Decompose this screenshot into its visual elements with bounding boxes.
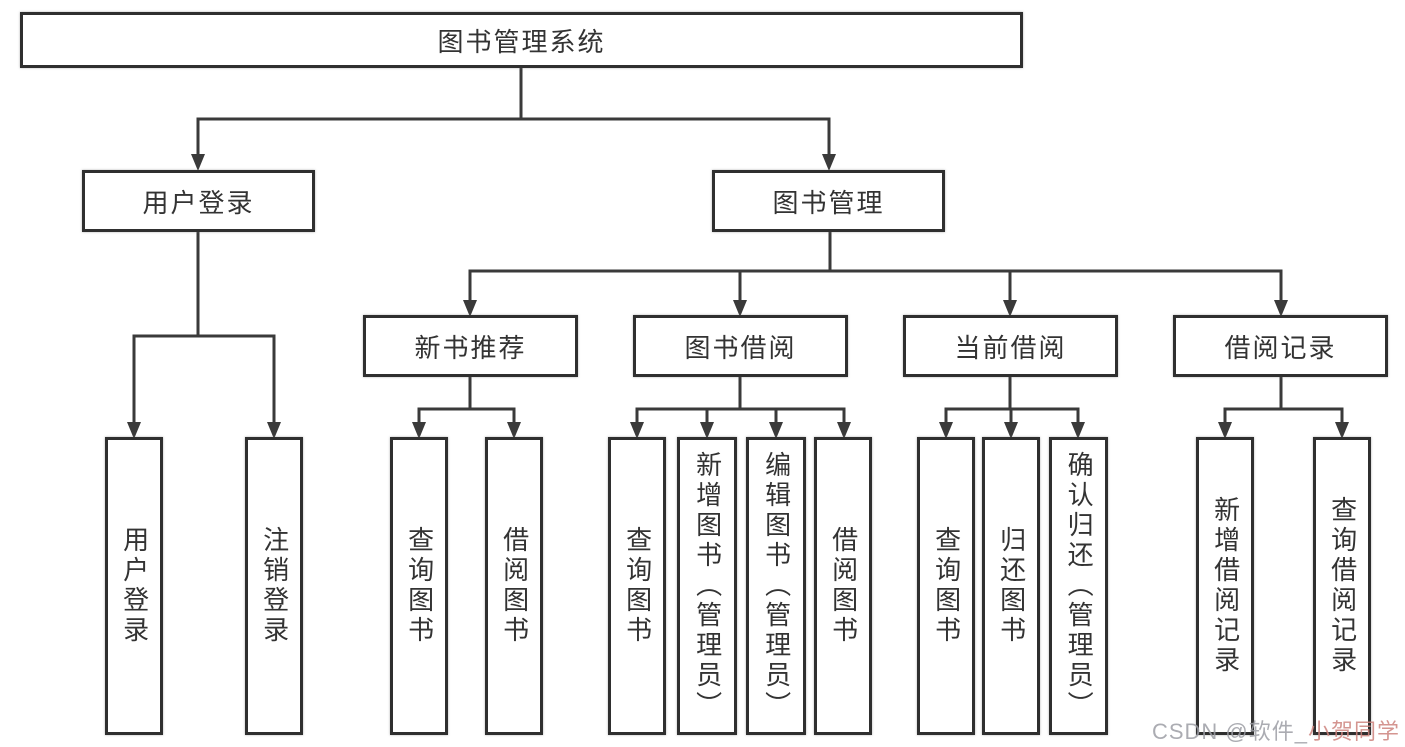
node-leaf-edit-book-admin-label: 编辑图书（管理员）: [761, 451, 792, 721]
csdn-watermark-suffix: 小贺同学: [1307, 719, 1400, 744]
node-leaf-query-books-current-label: 查询图书: [931, 526, 962, 646]
node-leaf-borrow-books-borrowing-label: 借阅图书: [828, 526, 859, 646]
node-leaf-return-book: 归还图书: [982, 437, 1040, 735]
node-leaf-user-login-label: 用户登录: [119, 526, 150, 646]
node-leaf-logout-label: 注销登录: [259, 526, 290, 646]
node-leaf-add-book-admin-label: 新增图书（管理员）: [692, 451, 723, 721]
node-book-borrowing-label: 图书借阅: [684, 332, 797, 363]
node-leaf-user-login: 用户登录: [105, 437, 163, 735]
node-root-label: 图书管理系统: [437, 26, 606, 57]
node-current-borrowing: 当前借阅: [903, 315, 1118, 377]
node-book-management-label: 图书管理: [772, 187, 885, 218]
node-leaf-borrow-books-borrowing: 借阅图书: [814, 437, 872, 735]
node-book-borrowing: 图书借阅: [633, 315, 848, 377]
node-book-management: 图书管理: [712, 170, 945, 232]
node-leaf-query-borrow-record-label: 查询借阅记录: [1327, 496, 1358, 676]
node-root: 图书管理系统: [20, 12, 1023, 68]
node-leaf-confirm-return-admin: 确认归还（管理员）: [1049, 437, 1108, 735]
node-leaf-add-borrow-record-label: 新增借阅记录: [1210, 496, 1241, 676]
csdn-watermark-prefix: CSDN @软件_: [1151, 719, 1308, 744]
node-leaf-query-books-current: 查询图书: [917, 437, 975, 735]
node-leaf-add-book-admin: 新增图书（管理员）: [677, 437, 737, 735]
node-leaf-borrow-books-recommend: 借阅图书: [485, 437, 543, 735]
node-new-book-recommend-label: 新书推荐: [414, 332, 527, 363]
node-leaf-borrow-books-recommend-label: 借阅图书: [499, 526, 530, 646]
node-leaf-query-books-recommend: 查询图书: [390, 437, 448, 735]
csdn-watermark: CSDN @软件_小贺同学: [1152, 714, 1400, 746]
node-leaf-query-books-recommend-label: 查询图书: [404, 526, 435, 646]
node-leaf-query-books-borrowing: 查询图书: [608, 437, 666, 735]
node-borrowing-records: 借阅记录: [1173, 315, 1388, 377]
node-leaf-confirm-return-admin-label: 确认归还（管理员）: [1064, 451, 1095, 721]
node-leaf-add-borrow-record: 新增借阅记录: [1196, 437, 1254, 735]
node-new-book-recommend: 新书推荐: [363, 315, 578, 377]
connector-lines: [132, 68, 1344, 424]
node-user-login: 用户登录: [82, 170, 315, 232]
node-user-login-label: 用户登录: [142, 187, 255, 218]
node-leaf-query-borrow-record: 查询借阅记录: [1313, 437, 1371, 735]
node-leaf-logout: 注销登录: [245, 437, 303, 735]
node-current-borrowing-label: 当前借阅: [954, 332, 1067, 363]
node-leaf-return-book-label: 归还图书: [996, 526, 1027, 646]
node-leaf-query-books-borrowing-label: 查询图书: [622, 526, 653, 646]
node-borrowing-records-label: 借阅记录: [1224, 332, 1337, 363]
node-leaf-edit-book-admin: 编辑图书（管理员）: [746, 437, 806, 735]
